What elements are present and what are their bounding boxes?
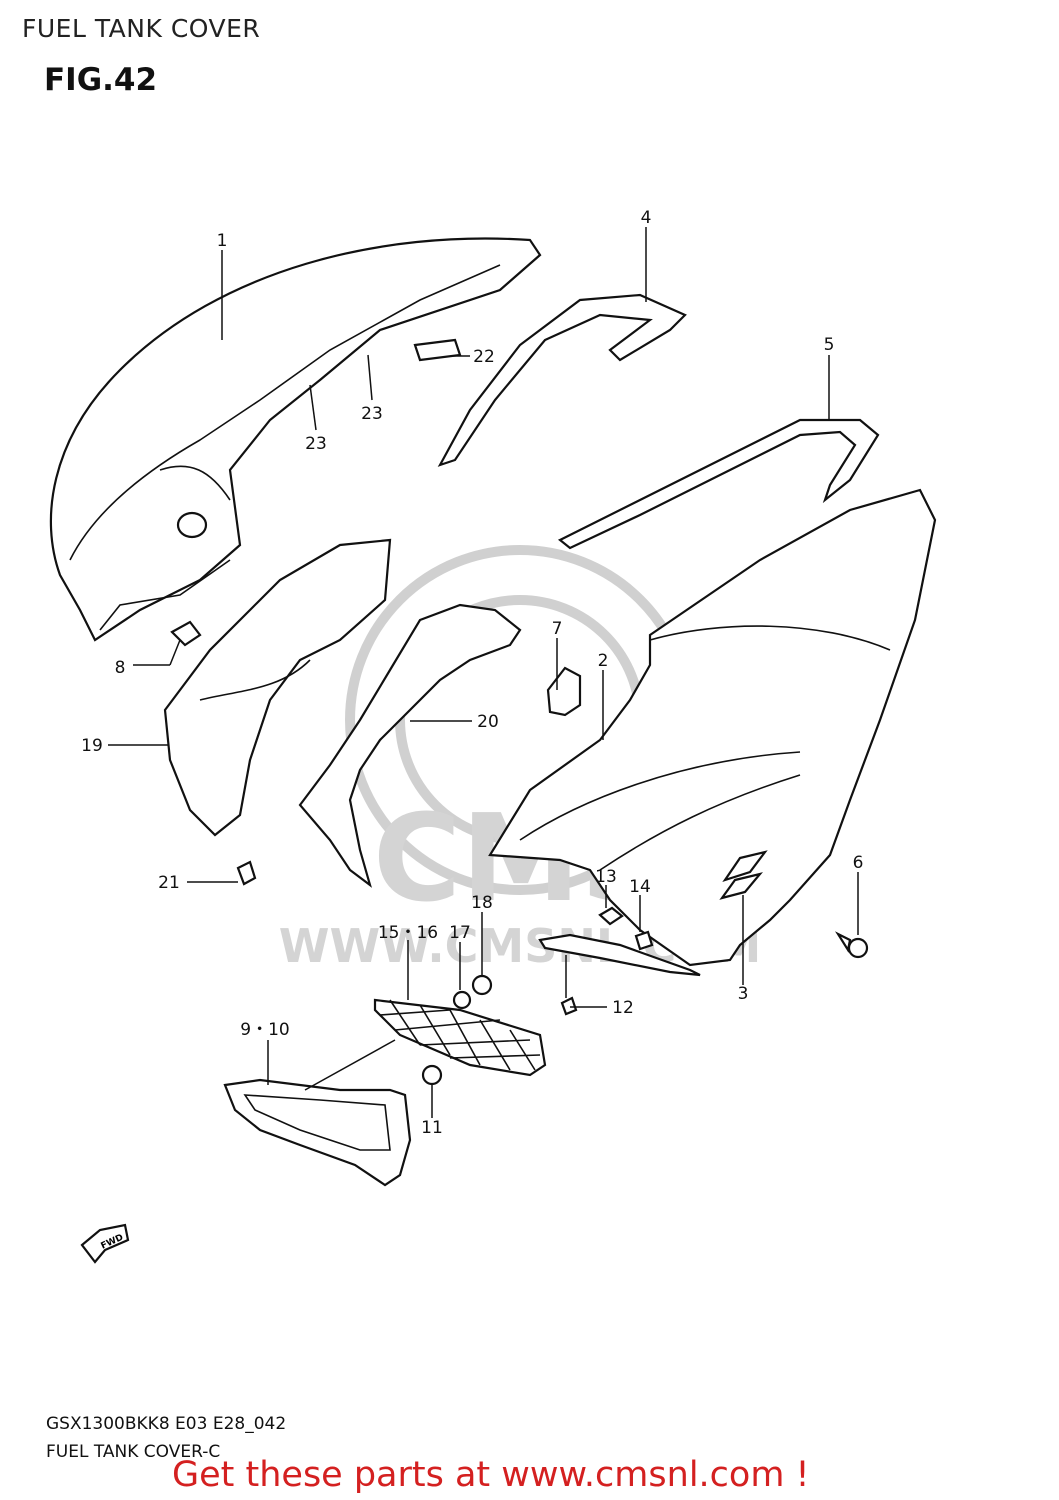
callout-22: 22 [473, 347, 495, 367]
callout-5: 5 [824, 335, 835, 355]
callout-19: 19 [81, 736, 103, 756]
callout-14: 14 [629, 877, 651, 897]
callout-21: 21 [158, 873, 180, 893]
callout-6: 6 [853, 853, 864, 873]
part-9-10-lower-frame [223, 1078, 412, 1187]
page-header-title: FUEL TANK COVER [22, 14, 261, 43]
callout-23-left: 23 [305, 434, 327, 454]
diagram-subtitle: FUEL TANK COVER-C [46, 1442, 221, 1462]
callout-7: 7 [552, 619, 563, 639]
callout-15-16: 15・16 [378, 923, 438, 943]
callout-2: 2 [598, 651, 609, 671]
callout-23-right: 23 [361, 404, 383, 424]
callout-9-10: 9・10 [240, 1020, 289, 1040]
figure-number: FIG.42 [44, 62, 158, 98]
callout-12: 12 [612, 998, 634, 1018]
callout-4: 4 [641, 208, 652, 228]
fwd-arrow-icon: FWD [80, 1223, 130, 1264]
part-20-inner-frame [298, 603, 522, 888]
part-8-clip [170, 620, 202, 647]
callout-18: 18 [471, 893, 493, 913]
callout-13: 13 [595, 867, 617, 887]
part-11-grommet [421, 1064, 443, 1086]
part-19-inner-panel [163, 538, 392, 837]
part-22-pad [413, 338, 462, 362]
leader-lines [108, 227, 859, 1118]
part-1-tank-cover [49, 237, 542, 642]
part-15-16-mesh [373, 998, 547, 1077]
diagram-code: GSX1300BKK8 E03 E28_042 [46, 1414, 287, 1434]
part-13-nut [598, 906, 624, 926]
promo-link[interactable]: Get these parts at www.cmsnl.com ! [172, 1455, 810, 1495]
part-14-grommet [634, 930, 654, 951]
callout-3: 3 [738, 984, 749, 1004]
callout-labels: 1 4 22 23 23 5 8 19 7 2 20 21 6 13 14 18… [81, 208, 863, 1138]
callout-17: 17 [449, 923, 471, 943]
part-3-emblem [719, 850, 768, 900]
part-18-nut [471, 974, 493, 996]
callout-20: 20 [477, 712, 499, 732]
part-6-bolt [834, 931, 869, 959]
callout-8: 8 [115, 658, 126, 678]
callout-11: 11 [421, 1118, 443, 1138]
callout-1: 1 [217, 231, 228, 251]
part-5-trim-rail [557, 418, 880, 550]
part-21-screw [236, 860, 257, 886]
part-12-lower-trim [538, 933, 701, 977]
part-12-screw [560, 996, 578, 1016]
part-17-washer [452, 990, 472, 1010]
part-7-clip [546, 666, 582, 717]
part-2-side-cover [488, 488, 937, 967]
part-4-trim-strip [437, 293, 687, 467]
